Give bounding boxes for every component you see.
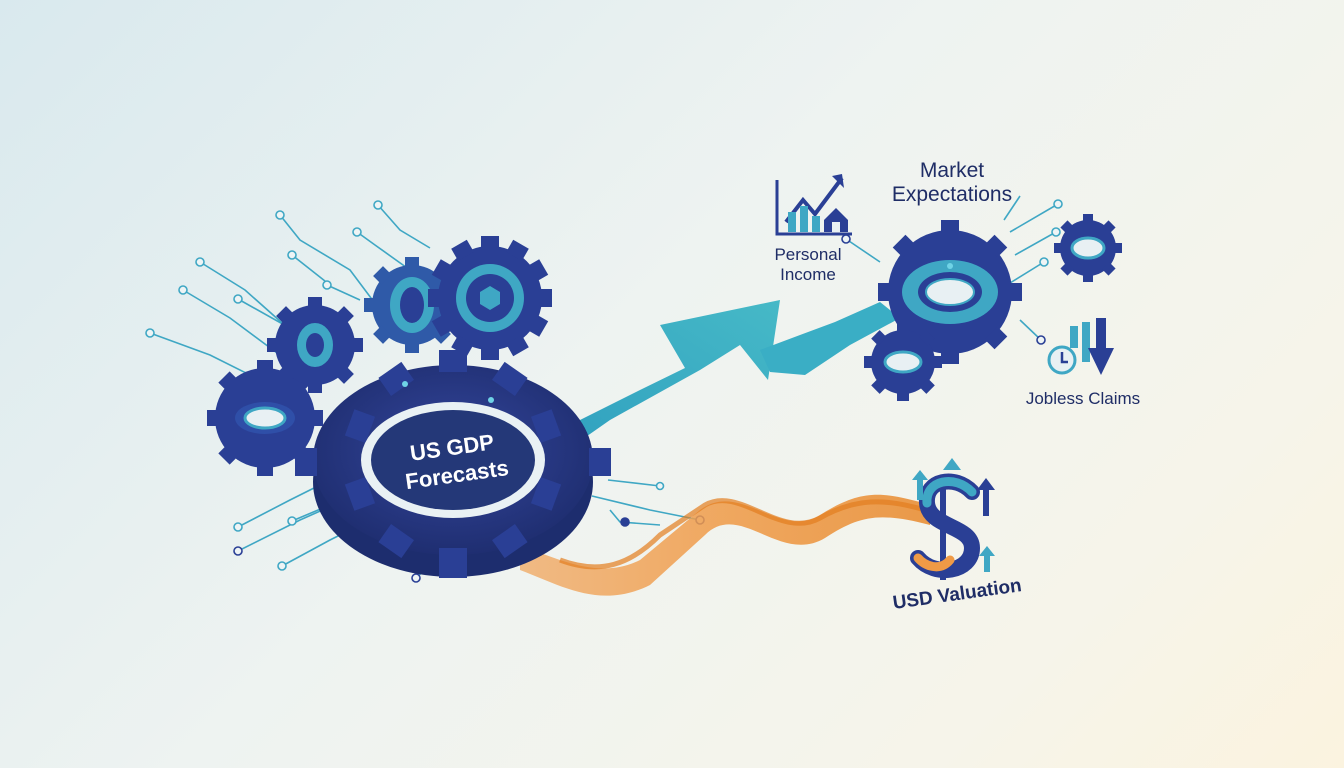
- teal-ribbon-connector: [760, 302, 900, 375]
- jobless-claims-icon: [1047, 318, 1114, 375]
- income-chart-icon: [775, 174, 852, 236]
- circuit-lines-right: [845, 195, 1059, 341]
- market-expectations-label-line1: Market: [920, 159, 984, 182]
- market-expectations-label-line2: Expectations: [892, 183, 1012, 206]
- dollar-icon: [910, 458, 995, 580]
- teal-growth-arrow: [540, 300, 780, 455]
- gear-left-teal: [364, 257, 460, 353]
- gear-right-bottom: [864, 323, 942, 401]
- gear-left-large: [428, 236, 552, 360]
- usd-valuation-label: USD Valuation: [891, 575, 1023, 614]
- orange-flow-highlight: [559, 498, 926, 570]
- personal-income-label-line1: Personal: [774, 245, 841, 264]
- personal-income-label-line2: Income: [780, 265, 836, 284]
- gear-left-mid: [267, 297, 363, 393]
- gear-right-top: [1054, 214, 1122, 282]
- gear-left-small: [207, 360, 323, 476]
- core-gear: [295, 350, 611, 578]
- jobless-claims-label: Jobless Claims: [1026, 389, 1140, 408]
- gear-market-expectations: [878, 220, 1022, 364]
- orange-flow-ribbon: [520, 494, 930, 596]
- circuit-nodes-right: [841, 199, 1063, 345]
